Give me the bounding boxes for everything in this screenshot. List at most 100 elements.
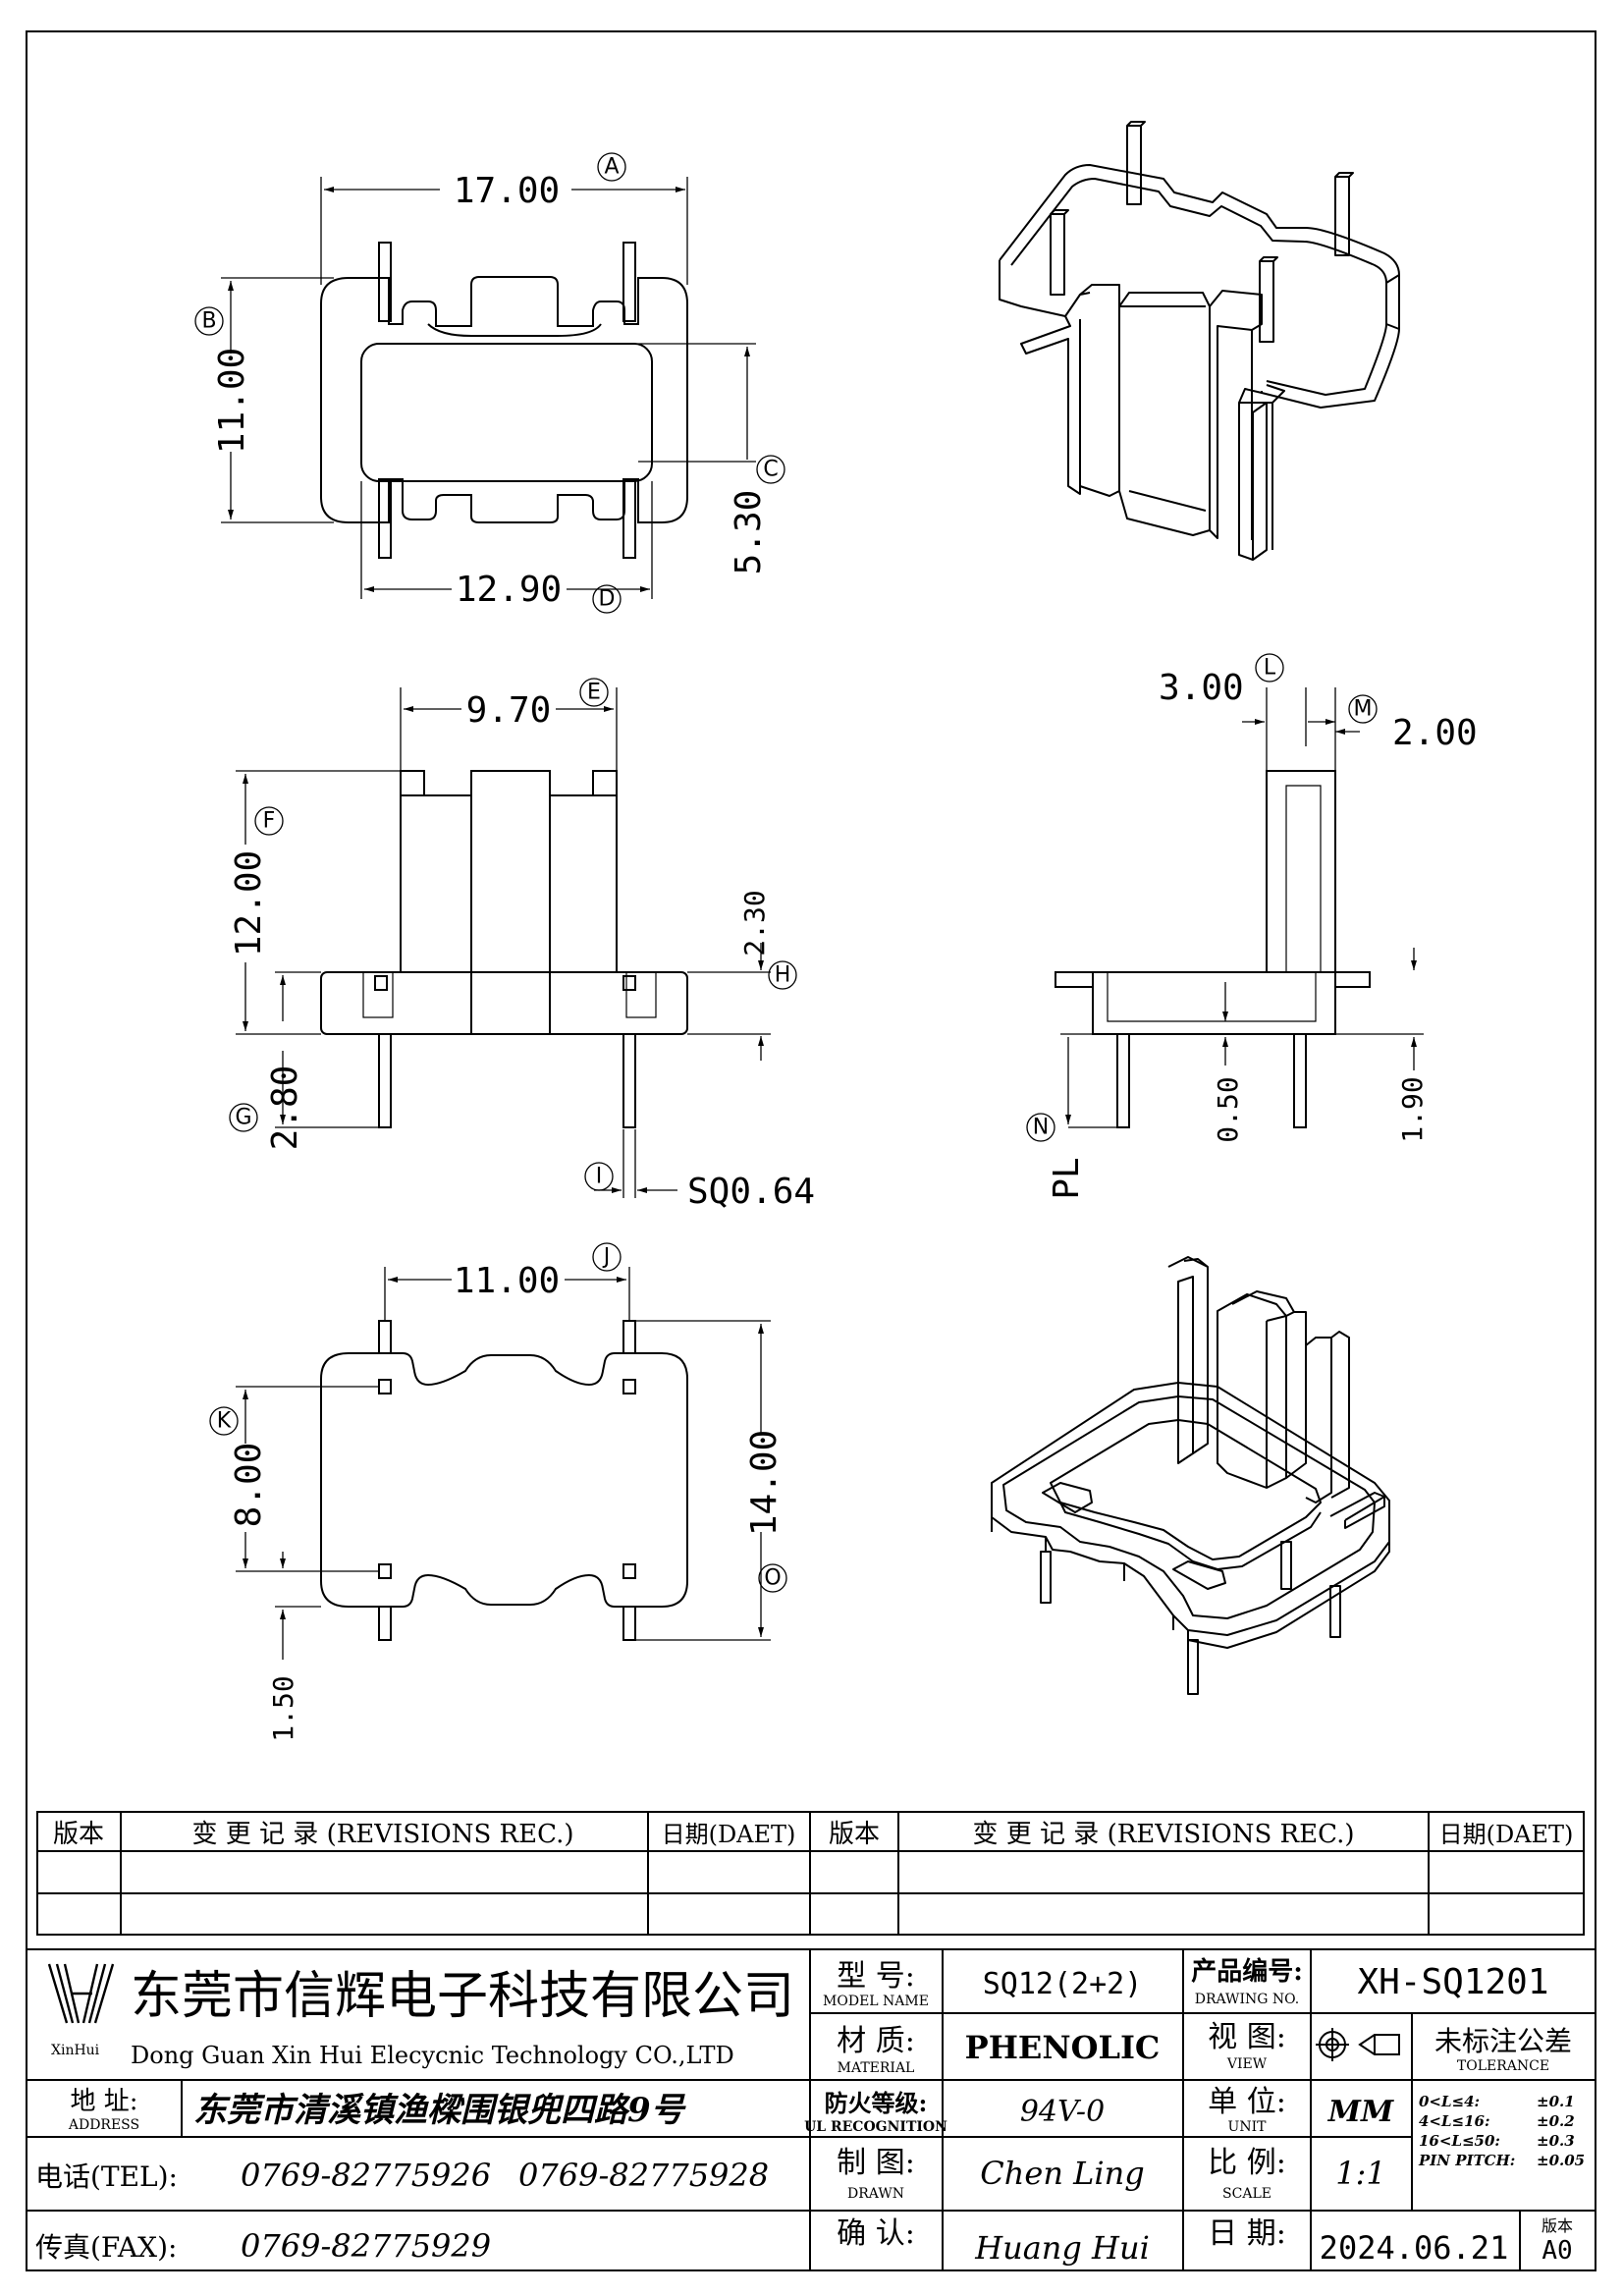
model-label-en: MODEL NAME [823,1994,929,2009]
tolerance-range-1: 0<L≤4: [1419,2093,1480,2110]
dim-b-value: 11.00 [212,348,252,454]
rev-col-date-1: 日期(DAET) [662,1821,796,1848]
dim-bottom-150: 1.50 [267,1675,299,1741]
isometric-view-top [999,121,1400,561]
material-value: PHENOLIC [965,2029,1161,2066]
dim-h-label: H [775,963,791,988]
front-view [320,770,688,1128]
tolerance-title: 未标注公差 [1434,2025,1572,2057]
tel-label: 电话(TEL): [35,2160,178,2193]
address-value: 东莞市清溪镇渔樑围银兜四路9号 [193,2091,687,2130]
tolerance-value-1: ±0.1 [1537,2093,1575,2110]
tolerance-range-4: PIN PITCH: [1418,2152,1515,2169]
tolerance-value-3: ±0.3 [1537,2132,1575,2150]
version-label: 版本 [1542,2216,1573,2235]
unit-value: MM [1327,2095,1394,2129]
dim-c-label: C [763,458,778,482]
tolerance-value-4: ±0.05 [1537,2152,1585,2169]
drawn-label: 制 图: [837,2146,915,2180]
rev-col-changes-1: 变 更 记 录 (REVISIONS REC.) [192,1820,574,1849]
front-view-dimensions [229,678,797,1198]
unit-label-en: UNIT [1228,2119,1268,2135]
company-logo [47,1963,115,2024]
dim-e-label: E [587,681,601,705]
top-view [320,242,688,559]
isometric-view-bottom [991,1256,1390,1695]
view-label: 视 图: [1208,2020,1286,2054]
dim-m-value: 2.00 [1392,713,1478,753]
dim-n-value: PL [1047,1157,1087,1199]
tolerance-title-en: TOLERANCE [1457,2058,1549,2074]
side-view-dimensions [1026,653,1424,1142]
drawing-no-value: XH-SQ1201 [1357,1962,1548,2002]
tolerance-value-2: ±0.2 [1537,2112,1575,2130]
dim-f-value: 12.00 [229,850,269,957]
bottom-view [320,1320,688,1641]
dim-j-value: 11.00 [454,1261,560,1301]
company-name-en: Dong Guan Xin Hui Elecycnic Technology C… [131,2042,734,2069]
dim-side-050: 0.50 [1212,1076,1244,1142]
company-name-cn: 东莞市信辉电子科技有限公司 [131,1967,794,2026]
revision-table [36,1811,1585,1936]
projection-symbol-icon [1316,2028,1400,2061]
fire-label: 防火等级: [825,2089,928,2117]
version-value: A0 [1542,2236,1572,2266]
drawing-no-label-en: DRAWING NO. [1195,1992,1299,2007]
dim-h-value: 2.30 [738,890,771,956]
material-label-en: MATERIAL [838,2060,915,2076]
dim-n-label: N [1033,1116,1049,1140]
check-value: Huang Hui [974,2229,1150,2267]
bottom-view-dimensions [209,1242,787,1660]
tel-1: 0769-82775926 [241,2157,491,2194]
dim-i-label: I [596,1165,603,1189]
dim-o-label: O [764,1566,781,1591]
dim-j-label: J [602,1245,611,1270]
dim-l-value: 3.00 [1159,668,1244,708]
rev-col-changes-2: 变 更 记 录 (REVISIONS REC.) [973,1820,1355,1849]
dim-g-value: 2.80 [265,1066,305,1151]
dim-side-190: 1.90 [1396,1076,1429,1142]
material-label: 材 质: [837,2024,915,2058]
model-value: SQ12(2+2) [983,1967,1143,2001]
drawn-label-en: DRAWN [847,2186,904,2202]
fax-value: 0769-82775929 [241,2227,491,2265]
dim-m-label: M [1354,697,1373,722]
address-label-en: ADDRESS [68,2117,139,2133]
address-label: 地 址: [70,2087,137,2116]
fire-label-en: UL RECOGNITION [804,2119,947,2135]
dim-a-label: A [604,155,619,180]
fire-value: 94V-0 [1020,2095,1105,2129]
view-label-en: VIEW [1226,2056,1268,2072]
drawn-value: Chen Ling [980,2155,1144,2192]
drawing-no-label: 产品编号: [1191,1956,1303,1987]
dim-c-value: 5.30 [729,490,769,575]
tolerance-range-2: 4<L≤16: [1419,2112,1490,2130]
rev-col-date-2: 日期(DAET) [1439,1821,1574,1848]
dim-g-label: G [235,1106,251,1130]
dim-a-value: 17.00 [454,171,560,211]
logo-text: XinHui [51,2043,100,2058]
date-value: 2024.06.21 [1320,2229,1509,2267]
scale-value: 1:1 [1335,2155,1386,2192]
date-label: 日 期: [1208,2216,1286,2251]
rev-col-version-2: 版本 [829,1820,880,1849]
side-view [1055,770,1371,1128]
dim-f-label: F [263,809,276,834]
scale-label-en: SCALE [1222,2186,1271,2202]
unit-label: 单 位: [1208,2085,1286,2119]
top-view-dimensions [194,152,785,614]
fax-label: 传真(FAX): [35,2231,177,2264]
dim-b-label: B [201,309,216,334]
dim-d-value: 12.90 [456,570,562,610]
tel-2: 0769-82775928 [518,2157,769,2194]
dim-e-value: 9.70 [466,690,552,731]
dim-i-value: SQ0.64 [687,1172,815,1212]
dim-k-label: K [217,1409,232,1434]
model-label: 型 号: [837,1959,915,1994]
title-block [26,1948,1596,2271]
dim-d-label: D [599,587,616,612]
scale-label: 比 例: [1208,2146,1286,2180]
rev-col-version-1: 版本 [53,1820,104,1849]
dim-k-value: 8.00 [229,1443,269,1528]
